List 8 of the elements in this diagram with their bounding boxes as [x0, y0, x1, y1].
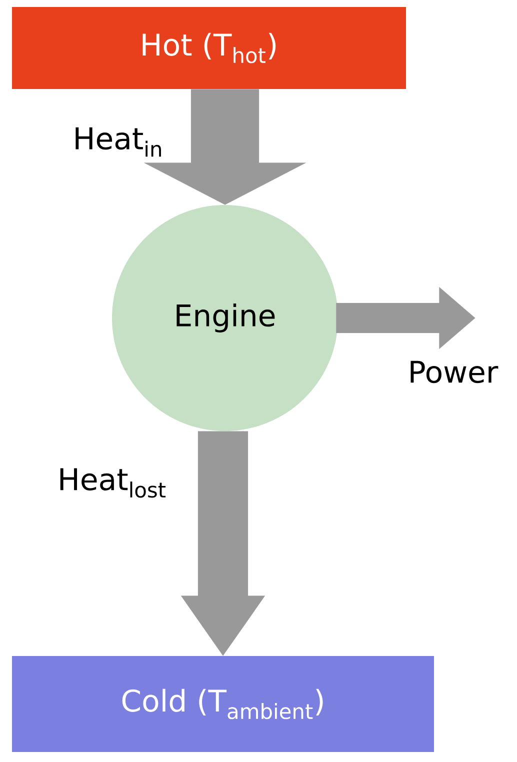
edge-label: Heat$_{lost}$: [60, 468, 166, 498]
arrow: [144, 89, 306, 205]
temperature-box: Hot (T$_{hot}$): [12, 7, 406, 89]
arrow: [336, 286, 476, 350]
edge-label: Heat$_{in}$: [76, 127, 161, 157]
edge-label: Power: [410, 360, 498, 384]
arrow: [180, 431, 266, 656]
temperature-box: Cold (T$_{ambient}$): [12, 656, 434, 752]
